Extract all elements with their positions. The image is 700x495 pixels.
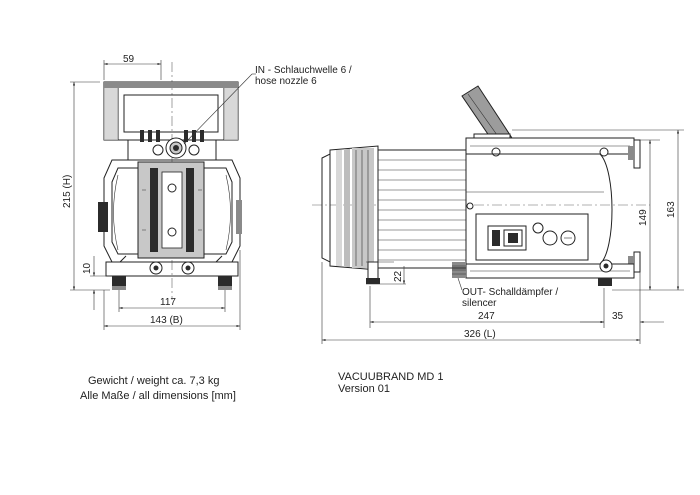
rubber-foot [218,276,232,288]
rubber-foot [112,276,126,288]
power-socket-icon [542,230,558,246]
notes: Gewicht / weight ca. 7,3 kg Alle Maße / … [80,371,444,402]
inlet-hose-nozzle [165,137,187,159]
outlet-callout-line1: OUT- Schalldämpfer / [462,287,558,298]
dim-front-foot-height: 10 [82,262,93,274]
motor-front-cap [321,145,379,271]
dim-side-body-length: 247 [478,311,495,322]
inlet-callout-line1: IN - Schlauchwelle 6 / [255,65,352,76]
rear-fitting [633,251,641,273]
dim-side-rear-offset: 35 [612,311,624,322]
weight-note: Gewicht / weight ca. 7,3 kg [88,375,219,387]
outlet-callout-leader [457,277,463,291]
rubber-foot [367,261,379,281]
dim-front-total-width: 143 (B) [150,315,183,326]
motor-body [377,149,467,269]
outlet-callout-line2: silencer [462,298,497,309]
front-view: 59 215 (H) 10 117 143 (B) IN - Schlauchw… [62,54,352,330]
inlet-callout-leader [183,73,253,145]
dim-front-foot-width: 117 [160,297,176,308]
dim-front-height: 215 (H) [62,175,73,208]
dim-side-height-163: 163 [666,201,677,218]
screw-icon [491,147,501,157]
control-panel [475,213,589,261]
version-label: Version 01 [338,383,390,395]
screw-icon [152,144,164,156]
carry-handle [461,85,513,147]
power-switch-icon [492,230,500,246]
fuse-icon [532,222,544,234]
rear-fitting [633,139,641,169]
cooling-fins [140,130,204,142]
rubber-foot [598,278,612,286]
model-name: VACUUBRAND MD 1 [338,371,444,383]
dim-front-top-width: 59 [123,54,135,65]
side-view: 22 149 163 247 35 326 (L) OUT- Schalldäm… [312,85,684,344]
dim-side-height-149: 149 [638,209,649,226]
screw-icon [188,144,200,156]
screw-icon [599,147,609,157]
dim-side-foot-height: 22 [393,270,404,282]
inlet-callout-line2: hose nozzle 6 [255,76,317,87]
units-note: Alle Maße / all dimensions [mm] [80,390,236,402]
dim-side-total-length: 326 (L) [464,329,496,340]
